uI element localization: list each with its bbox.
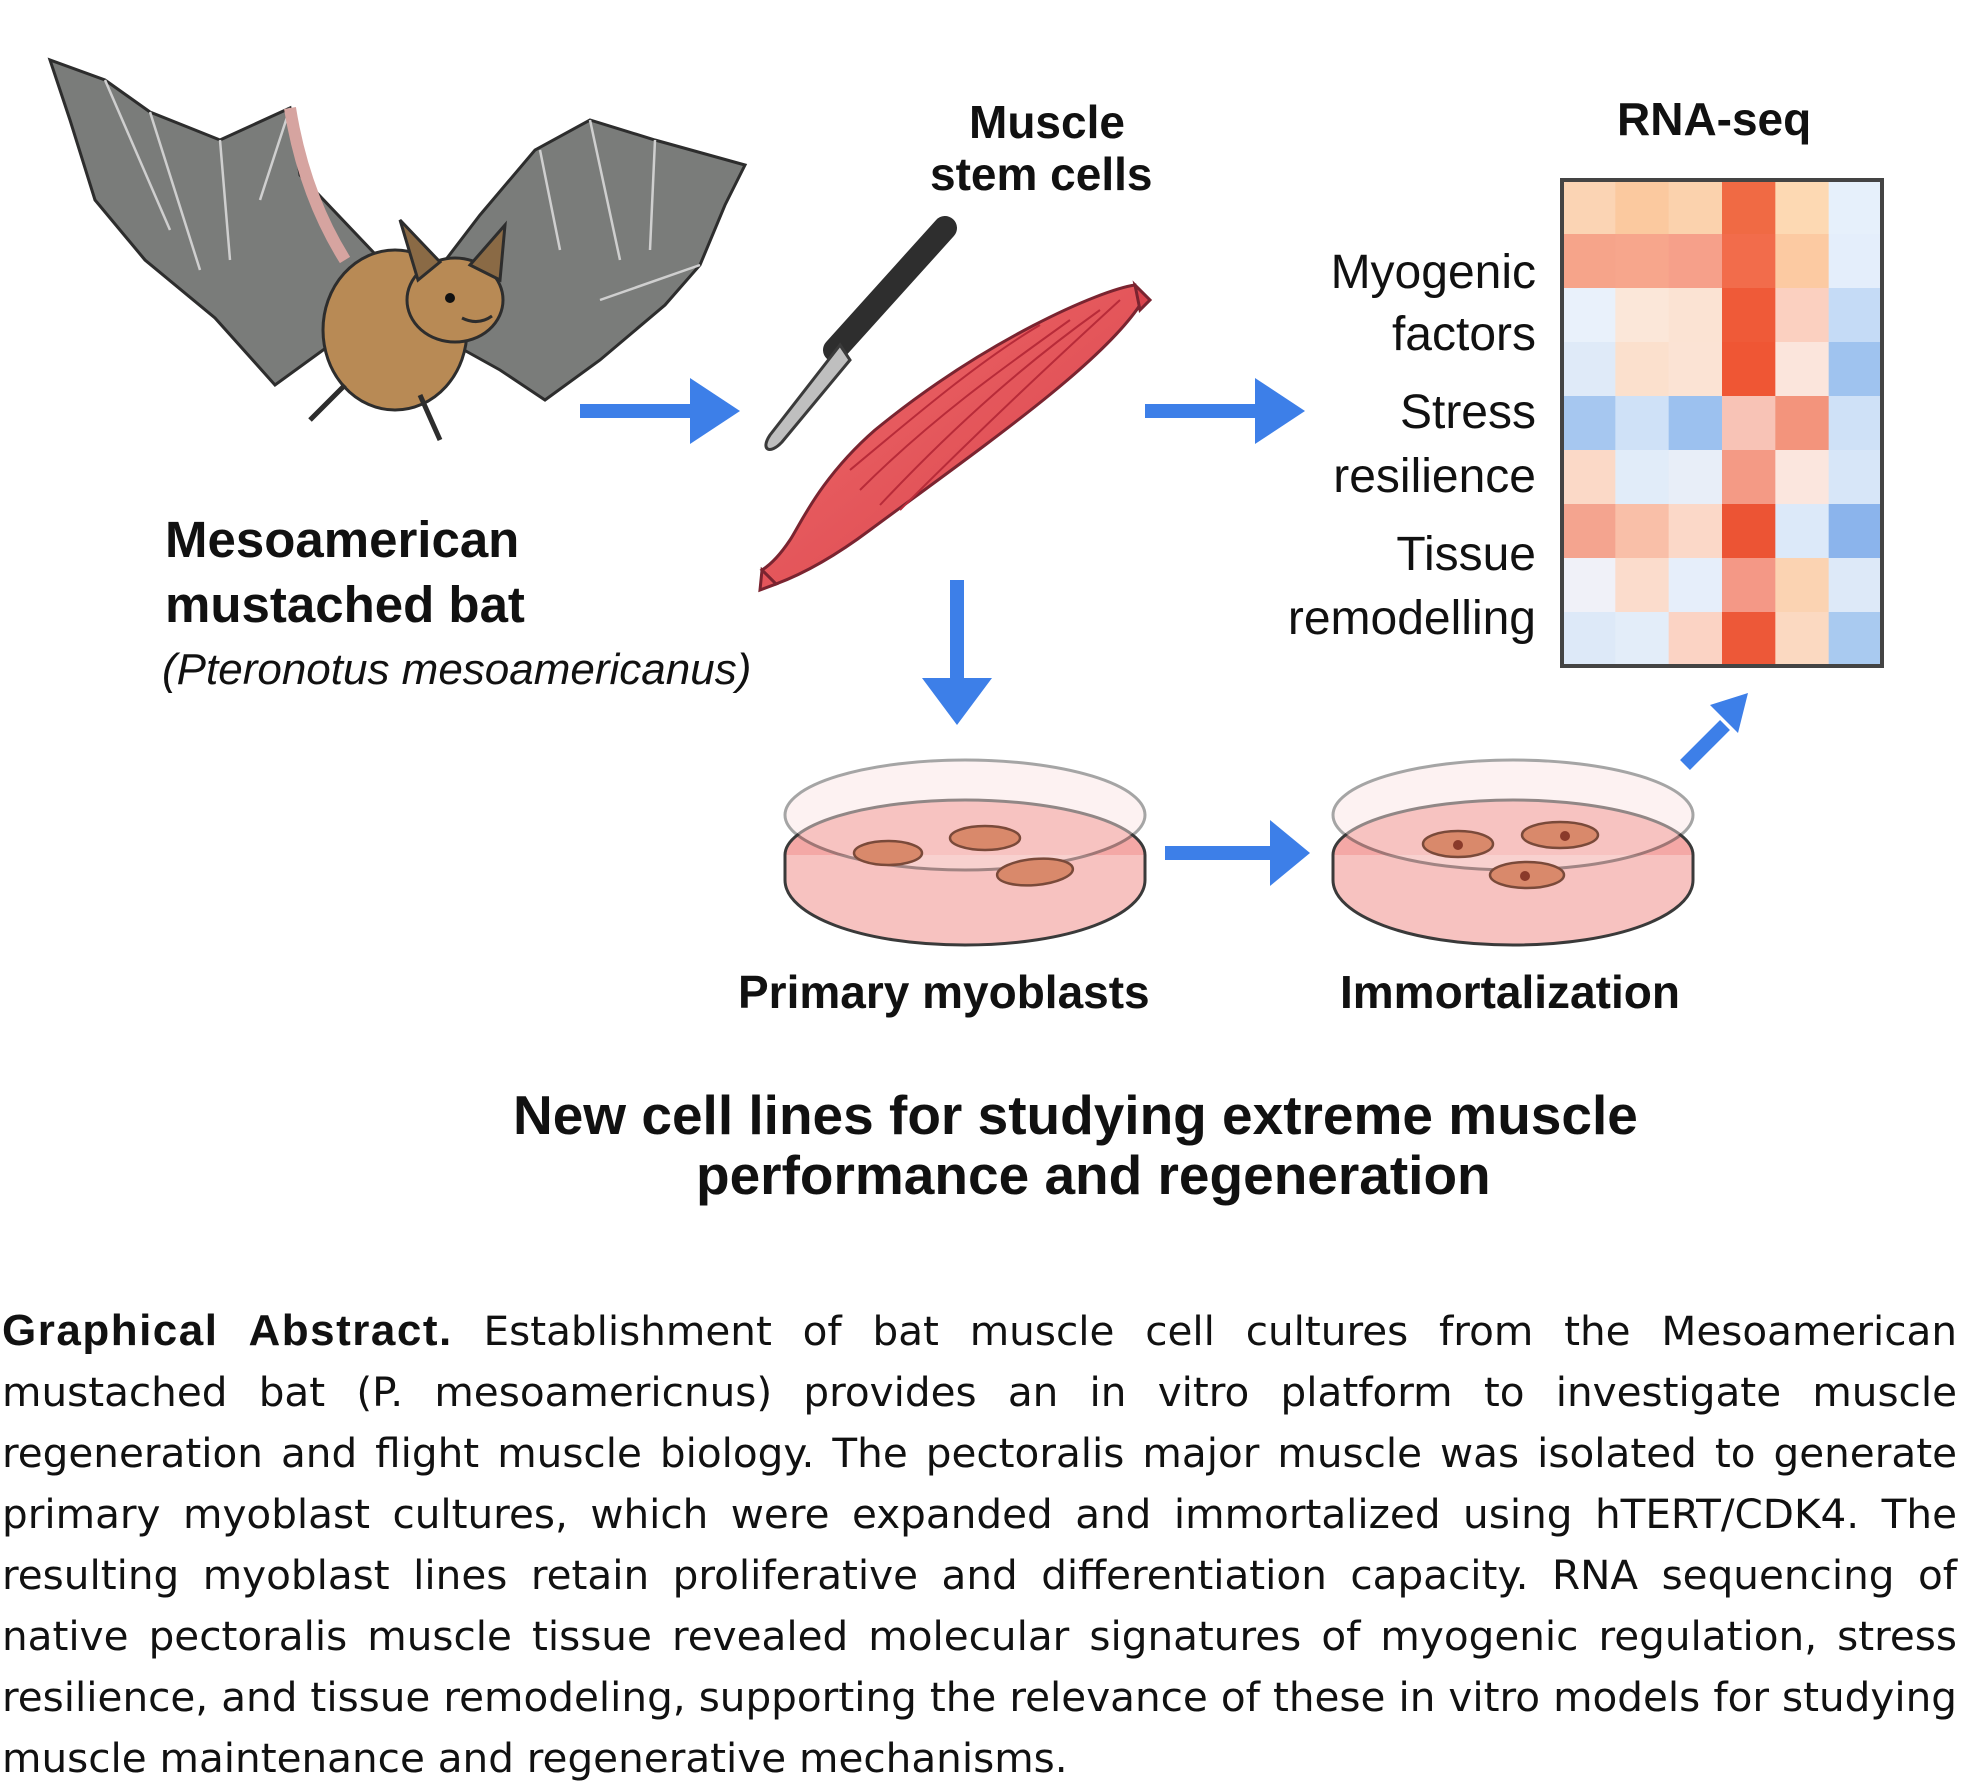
bat-common-name-line2: mustached bat <box>165 576 525 633</box>
bat-left-ear <box>398 218 443 283</box>
heatmap-cell <box>1668 504 1723 559</box>
figure-caption: Graphical Abstract. Establishment of bat… <box>2 1300 1957 1789</box>
scalpel-illustration <box>764 216 957 451</box>
heatmap-cell <box>1775 450 1830 505</box>
heatmap-cell <box>1562 558 1616 613</box>
bat-eye <box>445 293 455 303</box>
heatmap-cell <box>1562 612 1616 667</box>
heatmap-cell <box>1562 396 1616 451</box>
heatmap-cell <box>1562 504 1616 559</box>
heatmap-cell <box>1562 450 1616 505</box>
heatmap-cell <box>1615 180 1670 235</box>
headline-line2: performance and regeneration <box>696 1144 1491 1206</box>
arrow-muscle-to-primary <box>922 580 992 725</box>
heatmap-cell <box>1722 180 1776 235</box>
rnaseq-row-label-tissue: Tissue <box>1396 528 1536 581</box>
heatmap-cell <box>1775 342 1830 397</box>
heatmap-cell <box>1615 558 1670 613</box>
heatmap-cell <box>1828 396 1883 451</box>
heatmap-cell <box>1828 288 1883 343</box>
heatmap-cell <box>1668 180 1723 235</box>
heatmap-frame <box>1560 178 1884 668</box>
heatmap-cell <box>1775 234 1830 289</box>
heatmap-cell <box>1615 234 1670 289</box>
heatmap-cell <box>1668 288 1723 343</box>
heatmap-cell <box>1722 558 1776 613</box>
rnaseq-title: RNA-seq <box>1617 93 1812 145</box>
heatmap-cell <box>1722 342 1776 397</box>
bat-right-wing <box>413 118 748 402</box>
heatmap-cell <box>1775 612 1830 667</box>
arrow-bat-to-muscle <box>580 378 740 444</box>
heatmap-cell <box>1668 612 1723 667</box>
heatmap-cell <box>1615 612 1670 667</box>
heatmap-cell <box>1722 612 1776 667</box>
heatmap-cell <box>1562 342 1616 397</box>
arrow-primary-to-immortal <box>1165 820 1310 886</box>
heatmap-cell <box>1668 342 1723 397</box>
arrow-immortal-to-rnaseq <box>1680 693 1748 770</box>
heatmap-cell <box>1828 342 1883 397</box>
heatmap-cell <box>1562 288 1616 343</box>
heatmap-cell <box>1615 288 1670 343</box>
graphical-abstract-figure: Mesoamerican mustached bat (Pteronotus m… <box>47 57 1884 1206</box>
muscle-illustration <box>758 280 1153 593</box>
heatmap-cell <box>1615 342 1670 397</box>
heatmap-cell <box>1562 234 1616 289</box>
caption-body: Establishment of bat muscle cell culture… <box>2 1307 1957 1782</box>
arrow-muscle-to-rnaseq <box>1145 378 1305 444</box>
heatmap-cell <box>1775 558 1830 613</box>
headline-line1: New cell lines for studying extreme musc… <box>513 1084 1638 1146</box>
rnaseq-row-label-remodelling: remodelling <box>1287 592 1536 645</box>
rnaseq-row-label-factors: factors <box>1391 308 1536 361</box>
bat-legs <box>308 383 443 442</box>
heatmap-cell <box>1828 450 1883 505</box>
heatmap-cell <box>1775 288 1830 343</box>
heatmap-cell <box>1775 504 1830 559</box>
heatmap-cell <box>1828 612 1883 667</box>
heatmap-cell <box>1668 450 1723 505</box>
heatmap-cell <box>1828 180 1883 235</box>
rnaseq-row-label-myogenic: Myogenic <box>1330 246 1536 299</box>
heatmap-cell <box>1562 180 1616 235</box>
bat-illustration <box>47 57 748 442</box>
bat-scientific-name: (Pteronotus mesoamericanus) <box>162 645 752 694</box>
heatmap-cell <box>1828 504 1883 559</box>
primary-myoblast-dish <box>783 758 1147 947</box>
heatmap-cell <box>1668 558 1723 613</box>
heatmap-cell <box>1722 450 1776 505</box>
heatmap-cell <box>1668 396 1723 451</box>
bat-left-wing <box>47 57 397 388</box>
heatmap-cell <box>1775 180 1830 235</box>
rnaseq-row-label-resilience: resilience <box>1333 450 1536 503</box>
heatmap-cell <box>1615 396 1670 451</box>
immortalization-label: Immortalization <box>1340 966 1680 1018</box>
heatmap-cell <box>1828 558 1883 613</box>
muscle-title-line2: stem cells <box>930 148 1153 200</box>
bat-common-name-line1: Mesoamerican <box>165 511 520 568</box>
heatmap-cell <box>1615 450 1670 505</box>
immortalized-dish <box>1331 758 1695 947</box>
heatmap-cell <box>1722 396 1776 451</box>
rnaseq-heatmap <box>1560 178 1884 668</box>
heatmap-cell <box>1775 396 1830 451</box>
heatmap-cell <box>1828 234 1883 289</box>
bat-right-ear <box>467 220 507 283</box>
heatmap-cell <box>1615 504 1670 559</box>
heatmap-cell <box>1722 234 1776 289</box>
caption-title: Graphical Abstract. <box>2 1306 453 1355</box>
heatmap-cell <box>1722 504 1776 559</box>
heatmap-cell <box>1668 234 1723 289</box>
rnaseq-row-label-stress: Stress <box>1399 386 1536 439</box>
muscle-title-line1: Muscle <box>969 96 1125 148</box>
primary-myoblasts-label: Primary myoblasts <box>738 966 1150 1018</box>
heatmap-cell <box>1722 288 1776 343</box>
